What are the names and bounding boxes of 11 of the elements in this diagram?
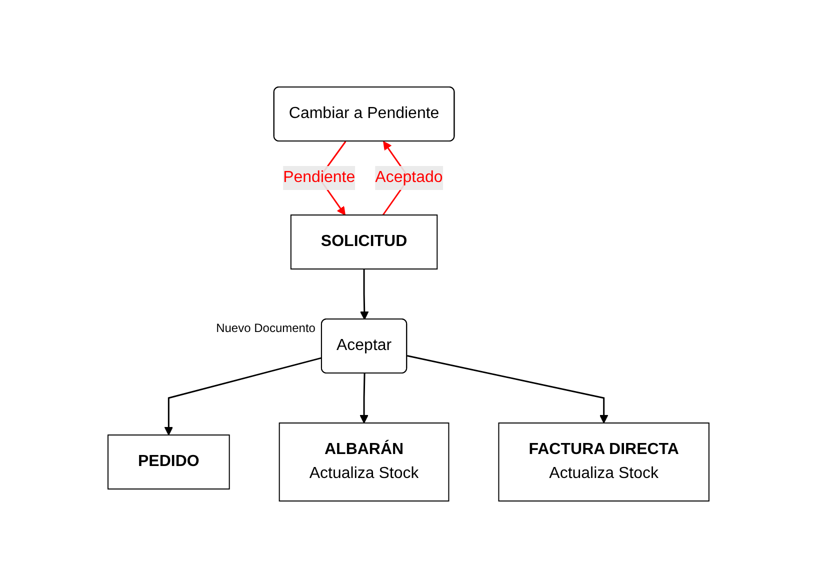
node-box: SOLICITUD [290,214,438,270]
arrow [360,373,368,424]
arrow [406,355,608,424]
arrow [164,357,322,436]
node-box: PEDIDO [108,434,230,490]
node-box: FACTURA DIRECTA Actualiza Stock [498,422,710,502]
node-caption: Nuevo Documento [216,321,316,335]
edge-label: Pendiente [283,169,356,186]
edge-label: Aceptado [375,169,443,186]
arrow [360,269,369,320]
node-box: ALBARÁN Actualiza Stock [278,422,450,502]
